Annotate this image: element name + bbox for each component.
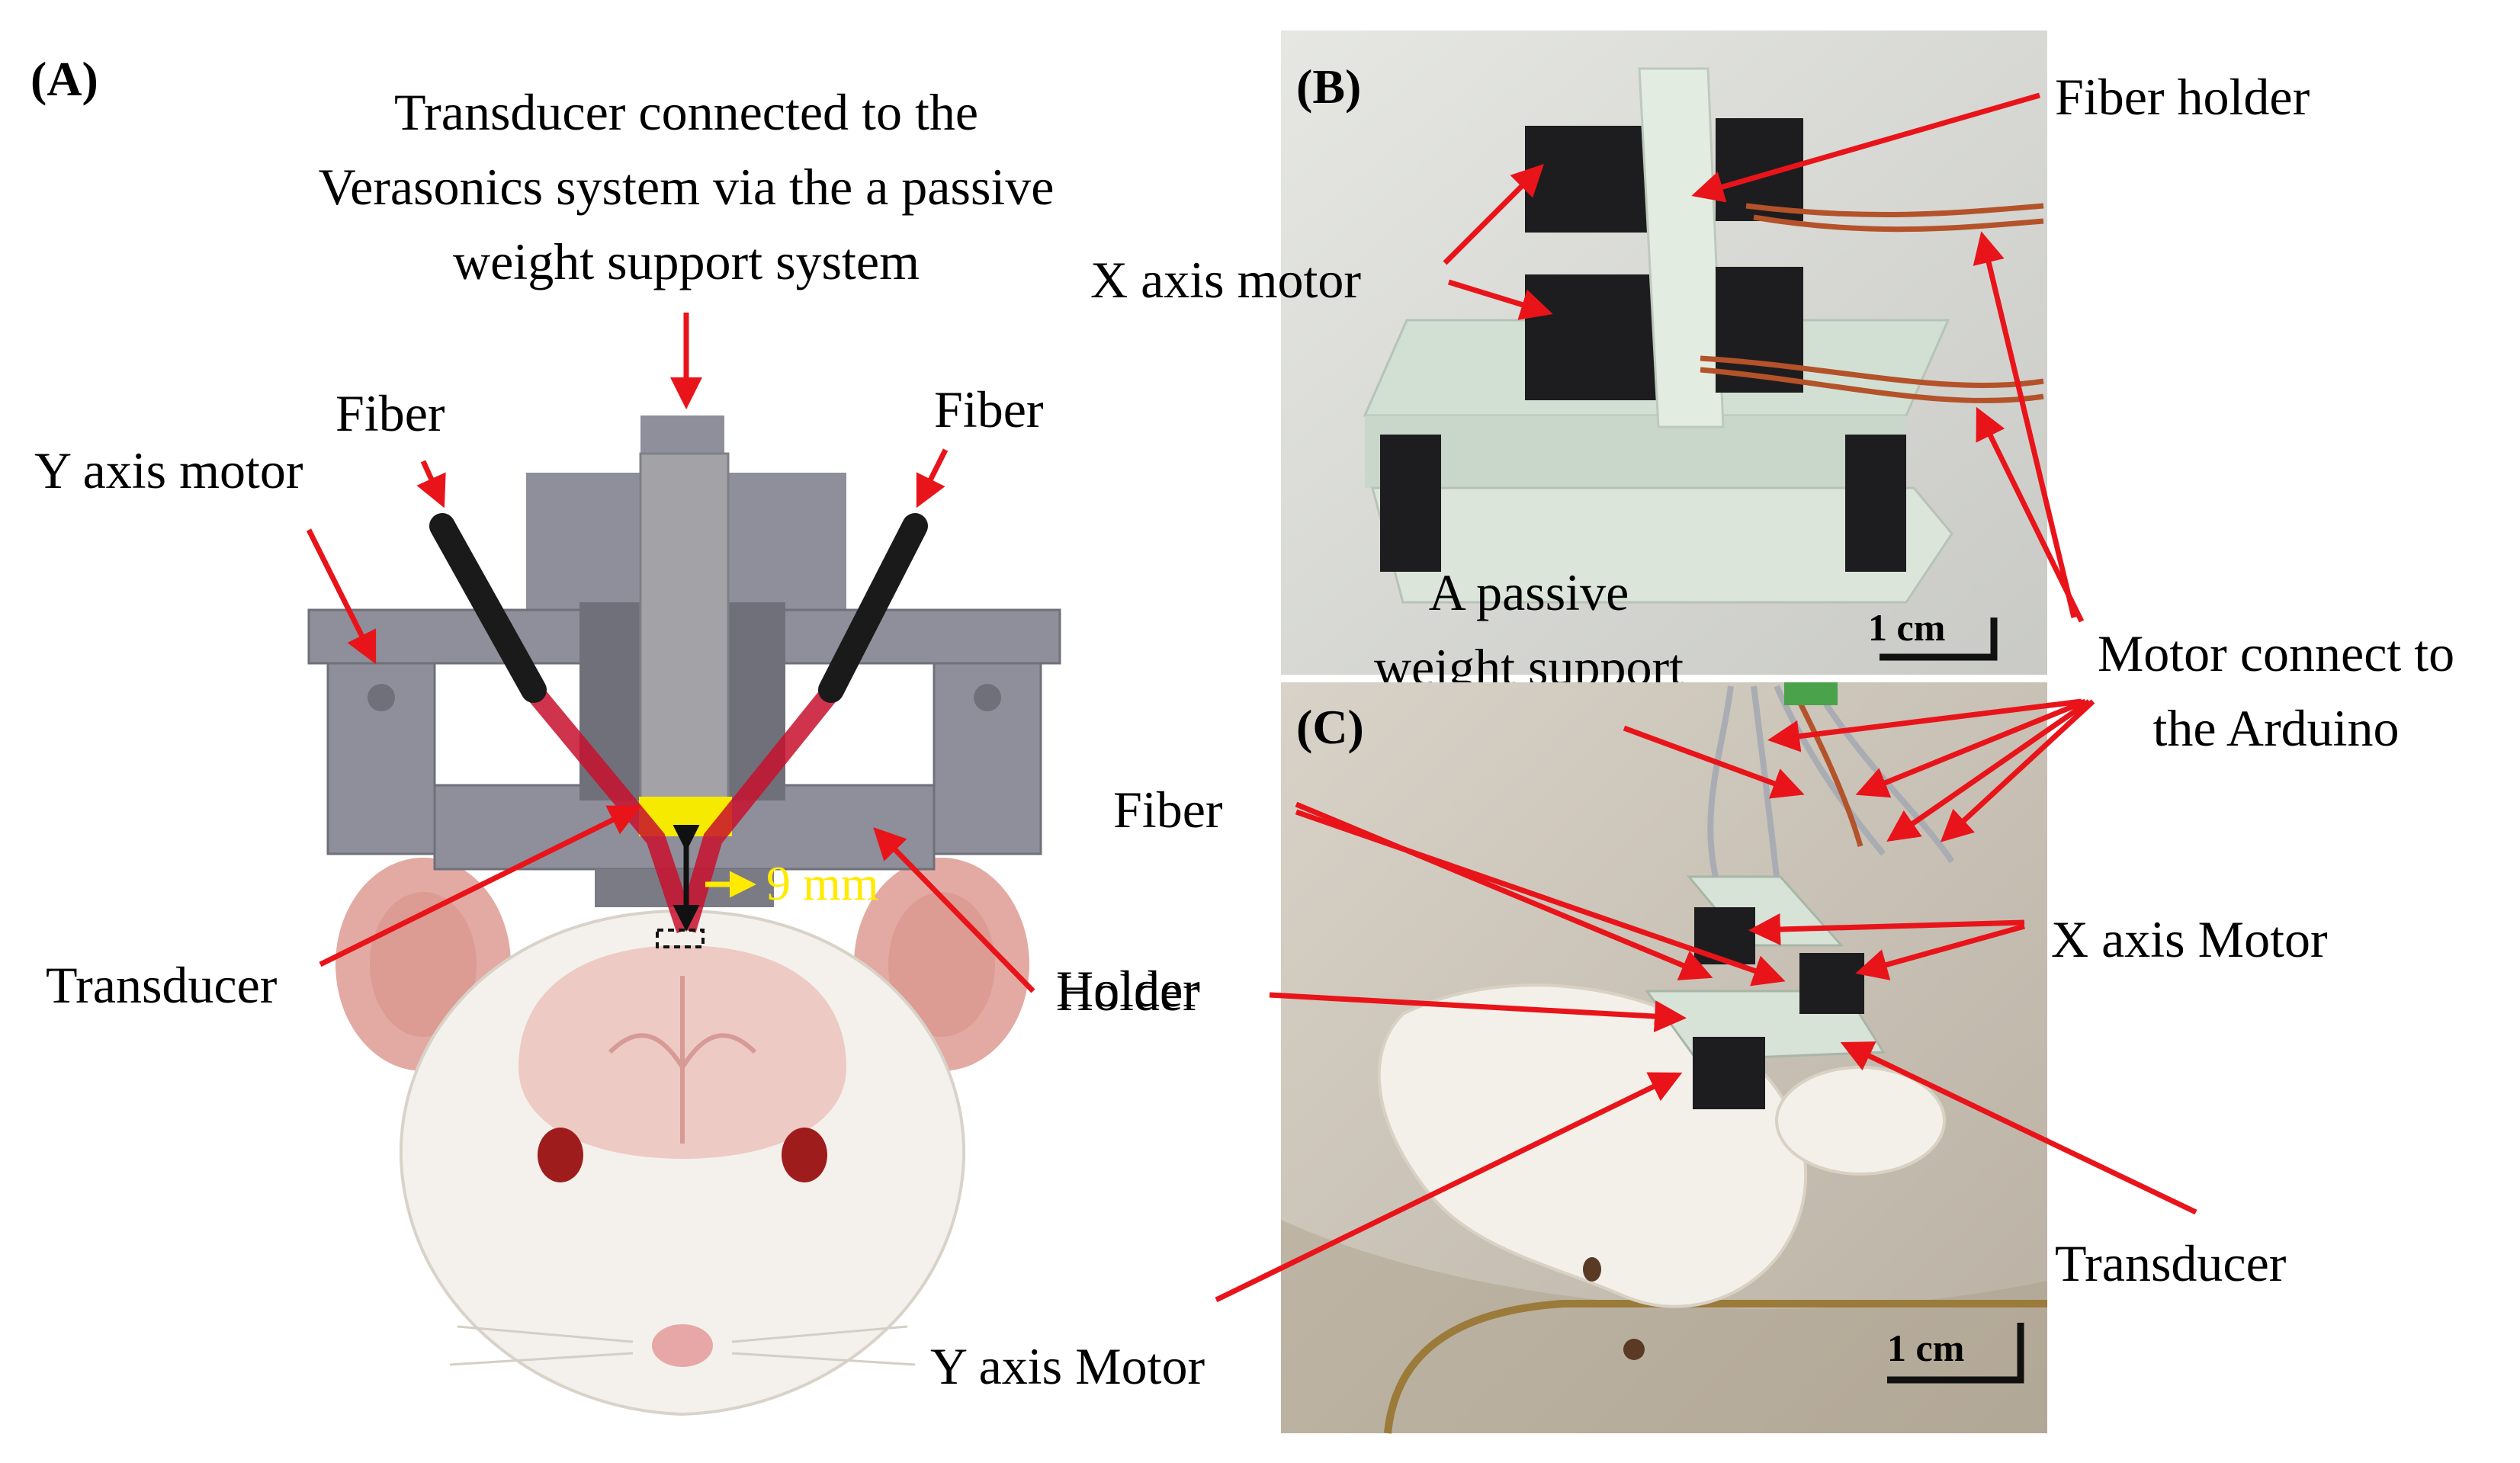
mouse-brain-outline bbox=[608, 976, 757, 1144]
motor-connect-arrow-c4 bbox=[1940, 699, 2095, 842]
holder-label: Holder bbox=[1056, 960, 1200, 1018]
transducer-body bbox=[639, 452, 730, 802]
x-axis-motor-c-arrow-2 bbox=[1855, 923, 2025, 980]
holder-arrow bbox=[873, 826, 1035, 993]
photo-c-x-motor-left bbox=[1694, 907, 1755, 964]
y-axis-motor-arrow bbox=[306, 528, 377, 665]
motor-connect-arrow-b1 bbox=[1973, 231, 2077, 618]
scale-bar-c-label: 1 cm bbox=[1887, 1327, 1964, 1369]
fiber-right-label: Fiber bbox=[934, 380, 1044, 438]
y-motor-right-hub bbox=[974, 684, 1001, 711]
scale-bar-c bbox=[1887, 1323, 2024, 1384]
motor-connect-arrow-c2 bbox=[1855, 698, 2087, 798]
motor-connect-line-1: Motor connect to bbox=[2098, 624, 2454, 682]
photo-c-y-motor bbox=[1693, 1037, 1765, 1109]
fiber-c-label: Fiber bbox=[1113, 781, 1223, 839]
mouse-right-eye bbox=[782, 1128, 827, 1182]
x-axis-motor-c-label: X axis Motor bbox=[2051, 910, 2328, 968]
panel-a: (A) Transducer connected to the Verasoni… bbox=[30, 52, 1200, 1416]
y-axis-motor-label: Y axis motor bbox=[34, 441, 303, 499]
passive-support-arrow bbox=[1623, 725, 1805, 799]
y-axis-motor-c-label: Y axis Motor bbox=[930, 1337, 1205, 1395]
transducer-title-line-3: weight support system bbox=[453, 233, 920, 290]
photo-c-scene bbox=[1281, 682, 2047, 1434]
photo-c-x-motor-right bbox=[1799, 953, 1864, 1014]
dropping-1 bbox=[1583, 1257, 1601, 1282]
mouse-illustration bbox=[335, 858, 1029, 1416]
y-motor-left-hub bbox=[368, 684, 395, 711]
transducer-arrow bbox=[319, 805, 642, 967]
photo-b-y-motor-left bbox=[1380, 435, 1441, 572]
fiber-c-arrow-2 bbox=[1295, 809, 1786, 987]
motor-connect-arrow-c1 bbox=[1767, 698, 2082, 752]
x-axis-motor-b-arrow-2 bbox=[1447, 279, 1553, 320]
photo-b-y-motor-right bbox=[1845, 435, 1906, 572]
scale-bar-b-label: 1 cm bbox=[1868, 606, 1945, 649]
motor-connect-arrow-c3 bbox=[1886, 699, 2091, 842]
panel-b-label: (B) bbox=[1296, 59, 1361, 114]
transducer-c-label: Transducer bbox=[2055, 1234, 2287, 1292]
transducer-label: Transducer bbox=[46, 956, 278, 1014]
fiber-left bbox=[429, 513, 547, 703]
y-axis-motor-c-arrow bbox=[1215, 1072, 1683, 1303]
dropping-2 bbox=[1623, 1339, 1645, 1360]
motor-connect-line-2: the Arduino bbox=[2153, 699, 2400, 757]
rat-head bbox=[1775, 1066, 1946, 1176]
holder-c-arrow bbox=[1269, 992, 1687, 1033]
panel-b: (B) Fiber holder X axis motor A passive … bbox=[1090, 30, 2310, 771]
mouse-left-eye bbox=[538, 1128, 583, 1182]
panel-a-label: (A) bbox=[30, 52, 98, 106]
mouse-nose bbox=[652, 1324, 713, 1367]
fiber-holder-label: Fiber holder bbox=[2055, 68, 2310, 126]
photo-b-fiber-holder bbox=[1638, 67, 1725, 428]
fiber-holder-arrow bbox=[1691, 92, 2040, 203]
holder-c-label: Holder bbox=[1056, 964, 1200, 1022]
x-axis-motor-c-arrow-1 bbox=[1748, 913, 2025, 946]
fiber-left-arrow bbox=[416, 460, 446, 509]
upper-frame-edge bbox=[1365, 415, 1906, 488]
lower-frame bbox=[1371, 486, 1953, 604]
mouse-whiskers bbox=[449, 1325, 916, 1366]
cage-rim bbox=[1384, 1300, 2047, 1434]
passive-support-line-1: A passive bbox=[1429, 563, 1629, 621]
distance-label: 9 mm bbox=[766, 856, 879, 910]
fiber-right-arrow bbox=[916, 448, 949, 509]
motor-connect-arrow-b2 bbox=[1976, 406, 2085, 623]
x-axis-motor-b-arrow-1 bbox=[1443, 164, 1544, 265]
photo-c-connector bbox=[1784, 682, 1838, 705]
cage-floor bbox=[1281, 1220, 2047, 1433]
transducer-c-arrow bbox=[1840, 1041, 2197, 1215]
head-mounted-device bbox=[307, 415, 1061, 948]
photo-b-wires bbox=[1700, 203, 2044, 403]
fiber-right bbox=[818, 513, 928, 703]
fiber-left-label: Fiber bbox=[335, 384, 445, 442]
x-axis-motor-b-label: X axis motor bbox=[1090, 251, 1361, 309]
scale-bar-b bbox=[1880, 618, 1998, 661]
transducer-title-line-2: Verasonics system via the a passive bbox=[319, 158, 1055, 216]
panel-c-label: (C) bbox=[1296, 700, 1364, 754]
panel-c: (C) Motor connect to the Arduino Fiber X… bbox=[930, 231, 2454, 1434]
transducer-title-line-1: Transducer connected to the bbox=[394, 83, 978, 141]
